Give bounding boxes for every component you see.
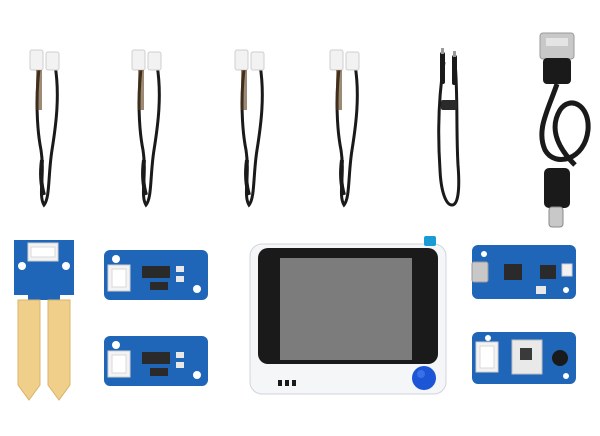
thin-cable [437,48,461,207]
sensor-module [472,332,576,384]
grove-cable-3 [234,49,265,208]
grove-cable-2 [131,49,162,208]
wio-terminal [249,236,447,395]
relay-module-1 [104,250,208,300]
grove-cable-4 [329,49,360,208]
usb-cable [539,32,591,228]
grove-cable-1 [29,49,60,208]
soil-moisture-sensor [14,240,74,401]
usb-to-serial-module [471,245,576,299]
relay-module-2 [104,336,208,386]
